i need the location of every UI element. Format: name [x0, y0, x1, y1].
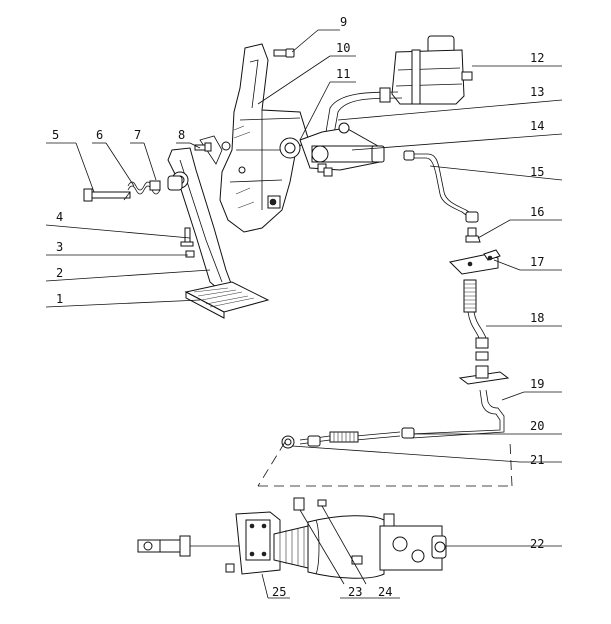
callout-9: 9: [340, 15, 347, 29]
callout-11: 11: [336, 67, 350, 81]
mounting-bracket-17: [448, 249, 501, 275]
callout-10: 10: [336, 41, 350, 55]
leader-lines: [45, 29, 563, 599]
callout-21: 21: [530, 453, 544, 467]
callout-7: 7: [134, 128, 141, 142]
pedal-pad: [184, 281, 270, 319]
callout-18: 18: [530, 311, 544, 325]
callout-1: 1: [56, 292, 63, 306]
hydraulic-pipe-lower: [409, 365, 510, 439]
callout-17: 17: [530, 255, 544, 269]
flexible-hose: [463, 279, 489, 361]
pedal-bracket: [199, 43, 309, 233]
callout-20: 20: [530, 419, 544, 433]
master-cylinder: [299, 122, 385, 177]
callout-23: 23: [348, 585, 362, 599]
callout-13: 13: [530, 85, 544, 99]
callout-5: 5: [52, 128, 59, 142]
callout-16: 16: [530, 205, 544, 219]
callout-12: 12: [530, 51, 544, 65]
bushing-7: [149, 175, 183, 191]
callout-labels: 1 2 3 4 5 6 7 8 9 10 11 12 13 14 15 16 1…: [52, 15, 544, 599]
clutch-booster: [137, 511, 447, 579]
callout-3: 3: [56, 240, 63, 254]
callout-8: 8: [178, 128, 185, 142]
nut-3: [185, 250, 195, 258]
callout-22: 22: [530, 537, 544, 551]
hydraulic-pipe-upper: [403, 150, 479, 223]
bolt-9: [273, 48, 295, 58]
clutch-hose-20: [299, 427, 415, 447]
nut-16: [465, 227, 481, 243]
callout-6: 6: [96, 128, 103, 142]
bolt-8: [194, 142, 212, 152]
callout-2: 2: [56, 266, 63, 280]
callout-15: 15: [530, 165, 544, 179]
callout-24: 24: [378, 585, 392, 599]
dashed-connection-line: [257, 441, 513, 487]
callout-19: 19: [530, 377, 544, 391]
pivot-bolt-5: [83, 188, 131, 202]
callout-14: 14: [530, 119, 544, 133]
fluid-reservoir: [391, 35, 473, 105]
callout-4: 4: [56, 210, 63, 224]
pin-4: [180, 227, 194, 247]
reservoir-hose: [325, 87, 403, 135]
nut-23-24: [293, 497, 327, 511]
callout-25: 25: [272, 585, 286, 599]
